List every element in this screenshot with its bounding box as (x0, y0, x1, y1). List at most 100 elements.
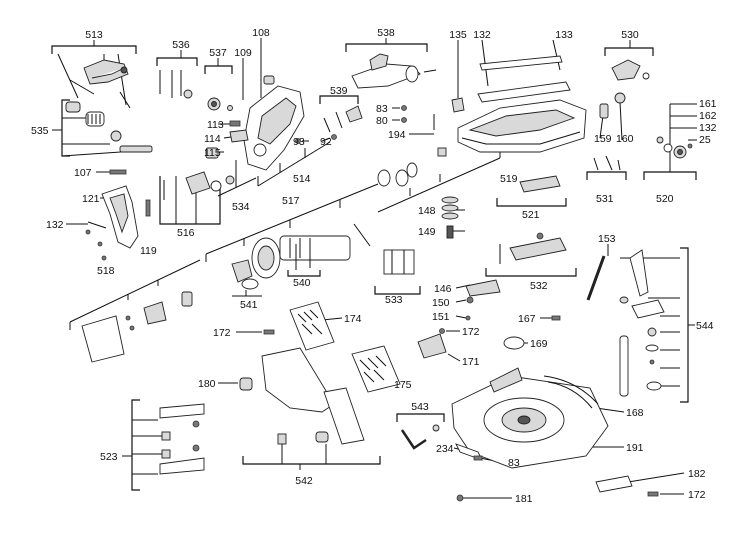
label-172-left: 172 (213, 327, 231, 339)
part-labels: 513 536 537 109 108 538 135 132 133 530 … (31, 27, 717, 505)
washers-132 (85, 221, 107, 261)
label-115: 115 (204, 147, 221, 159)
screw-150 (466, 296, 474, 304)
label-521: 521 (522, 209, 540, 221)
clamp-146 (465, 279, 501, 297)
knob-cluster-520 (656, 136, 693, 159)
label-531: 531 (596, 193, 614, 205)
label-172-bottom: 172 (688, 489, 706, 501)
label-519: 519 (500, 173, 518, 185)
label-539: 539 (330, 85, 348, 97)
clamp-171 (417, 333, 447, 359)
cap-541 (241, 278, 259, 290)
label-151: 151 (432, 311, 450, 323)
label-149: 149 (418, 226, 436, 238)
block-115 (205, 147, 219, 159)
pivot-parts-516 (163, 171, 235, 200)
foot-181 (456, 494, 464, 502)
washer-stack-148 (441, 196, 459, 239)
label-107: 107 (74, 167, 92, 179)
label-161: 161 (699, 98, 717, 110)
pin-159 (599, 103, 609, 119)
label-167: 167 (518, 313, 536, 325)
label-160: 160 (616, 133, 634, 145)
label-80: 80 (376, 115, 388, 127)
screw-119 (145, 199, 151, 217)
hardware-539 (323, 105, 363, 133)
label-92: 92 (320, 136, 332, 148)
cover-518 (81, 291, 193, 363)
rails-523 (159, 403, 205, 475)
fence-174 (289, 301, 335, 351)
upper-arm-casting (243, 75, 305, 171)
dust-chute-538 (351, 53, 437, 89)
label-517: 517 (282, 195, 300, 207)
screw-167 (551, 315, 561, 321)
label-133: 133 (555, 29, 573, 41)
label-540: 540 (293, 277, 311, 289)
label-537: 537 (209, 47, 227, 59)
label-544: 544 (696, 320, 714, 332)
label-119: 119 (140, 245, 157, 257)
label-162: 162 (699, 110, 717, 122)
screw-172c (647, 491, 659, 497)
label-194: 194 (388, 129, 406, 141)
spring-set-531 (593, 155, 621, 171)
label-113: 113 (207, 119, 224, 131)
label-132-right: 132 (699, 122, 717, 134)
label-543: 543 (411, 401, 429, 413)
label-172-mid: 172 (462, 326, 480, 338)
label-541: 541 (240, 299, 258, 311)
bearing-537 (207, 97, 233, 111)
knob-180 (239, 377, 253, 391)
label-523: 523 (100, 451, 118, 463)
label-532: 532 (530, 280, 548, 292)
rails-540 (295, 223, 371, 270)
label-114: 114 (204, 133, 221, 145)
hex-wrench-543 (400, 424, 440, 450)
screw-80 (401, 117, 407, 123)
washer-92 (331, 134, 337, 140)
label-538: 538 (377, 27, 395, 39)
group-brackets (51, 38, 697, 491)
knob-spring-assembly (65, 101, 153, 153)
label-108: 108 (252, 27, 270, 39)
slider-part-532 (499, 232, 567, 264)
plate-133 (479, 55, 563, 71)
label-171: 171 (462, 356, 480, 368)
label-234: 234 (436, 443, 454, 455)
label-132-left: 132 (46, 219, 64, 231)
clip-135 (451, 97, 465, 113)
label-191: 191 (626, 442, 644, 454)
blade-guard-519 (457, 99, 587, 153)
motor-housing-517 (231, 235, 351, 283)
latch-530 (611, 59, 650, 104)
label-153: 153 (598, 233, 616, 245)
plate-132 (477, 81, 571, 103)
bracket-114 (229, 129, 249, 143)
label-542: 542 (295, 475, 313, 487)
clip-182 (595, 475, 633, 493)
label-535: 535 (31, 125, 49, 137)
screw-151 (465, 315, 471, 321)
label-513: 513 (85, 29, 103, 41)
pin-107 (109, 169, 127, 175)
label-534: 534 (232, 201, 250, 213)
bracket-521 (519, 175, 561, 193)
label-181: 181 (515, 493, 533, 505)
label-25: 25 (699, 134, 711, 146)
base-turntable-191 (451, 367, 609, 469)
part-drawings (65, 53, 693, 502)
label-121: 121 (82, 193, 100, 205)
label-135: 135 (449, 29, 467, 41)
lower-guard-121 (101, 185, 139, 249)
label-533: 533 (385, 294, 403, 306)
label-536: 536 (172, 39, 190, 51)
ring-169 (503, 336, 525, 350)
label-168: 168 (626, 407, 644, 419)
screw-93 (295, 138, 301, 144)
screw-172a (263, 329, 275, 335)
rail-part-533 (383, 249, 415, 275)
handle-lever-part (69, 59, 131, 109)
label-93: 93 (293, 136, 305, 148)
